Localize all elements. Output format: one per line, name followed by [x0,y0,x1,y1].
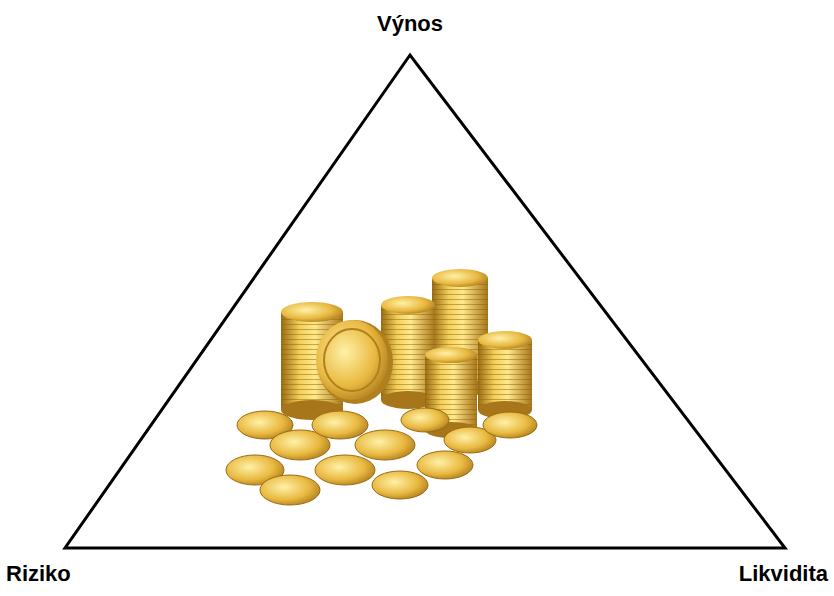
gold-coins [226,269,537,505]
corner-label: Riziko [6,562,71,586]
corner-label: Likvidita [739,562,828,586]
triangle [65,55,785,548]
apex-label: Výnos [377,12,443,36]
